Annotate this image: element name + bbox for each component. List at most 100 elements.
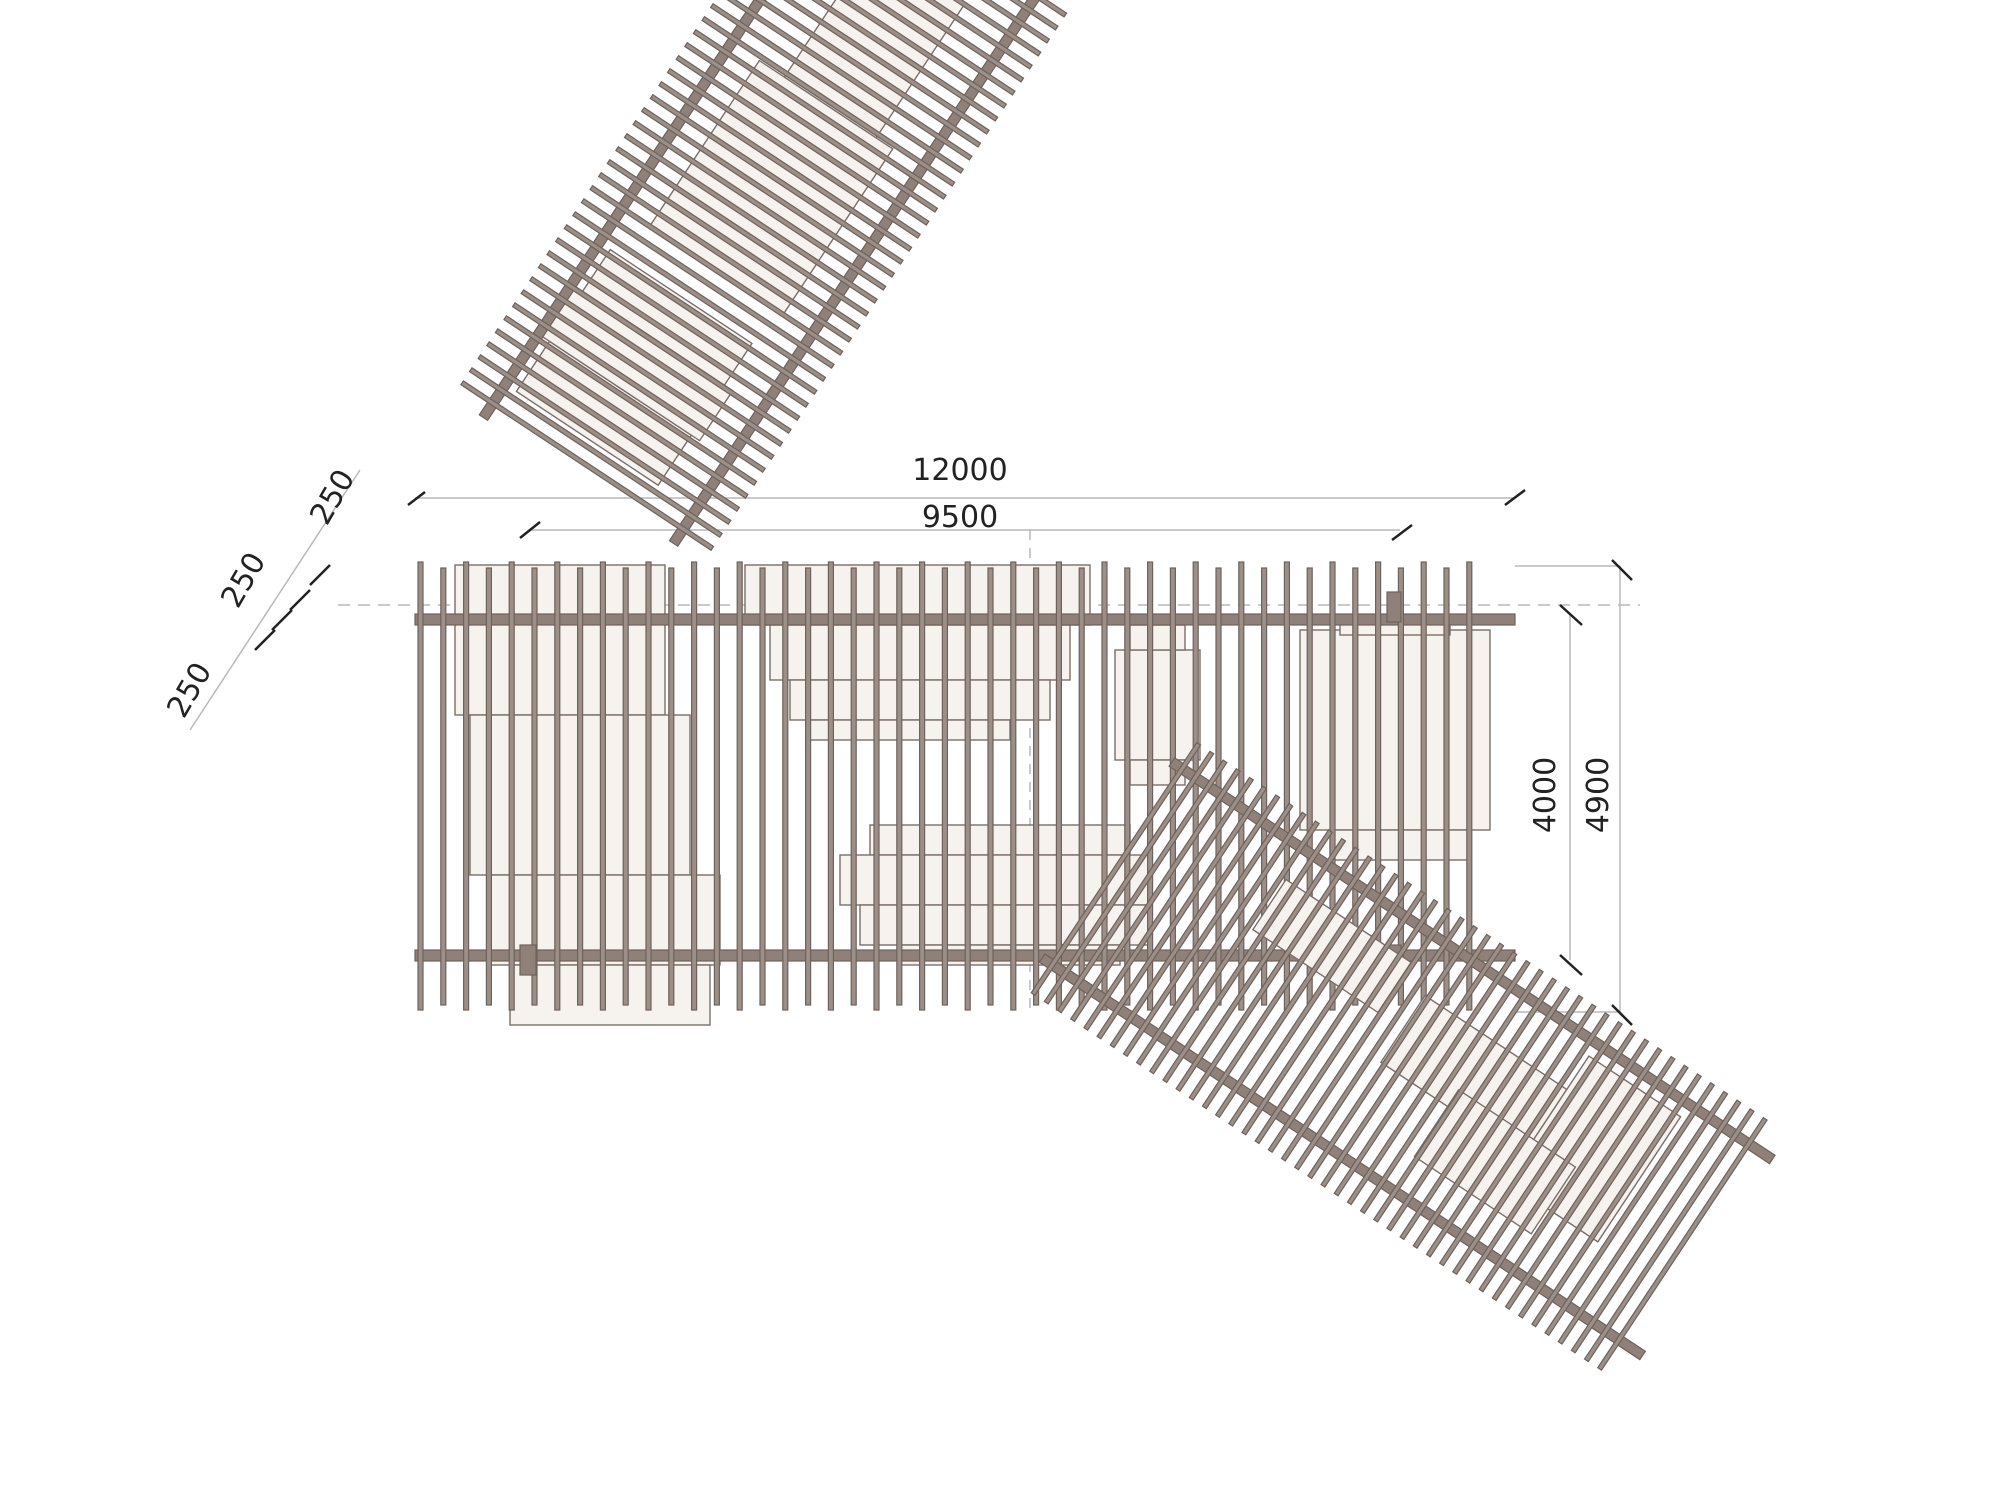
wing-rod xyxy=(1333,942,1505,1197)
wing-rod xyxy=(572,210,827,382)
dimension-tick xyxy=(1504,489,1526,506)
wing-rod xyxy=(485,341,741,513)
wing-rod xyxy=(658,80,913,252)
wing-rod xyxy=(528,275,784,447)
wing-rod xyxy=(778,0,1033,70)
wing-rod xyxy=(1412,994,1584,1249)
wing-rod xyxy=(563,223,818,395)
vertical-rod xyxy=(987,567,994,1006)
dimension-tick xyxy=(1391,524,1413,541)
dimension-tick xyxy=(1611,1004,1633,1026)
wing-rod xyxy=(494,328,749,500)
wing-rod xyxy=(503,315,758,487)
post xyxy=(519,944,537,976)
wing-rod xyxy=(1583,1108,1755,1363)
wing-rod xyxy=(1293,916,1465,1171)
vertical-rod xyxy=(1078,567,1085,1006)
vertical-rod xyxy=(850,567,857,1006)
dimension-tick xyxy=(254,629,276,651)
vertical-rod xyxy=(463,561,470,1011)
wing-rod xyxy=(1267,898,1439,1154)
dimension-overall-length: 12000 xyxy=(912,453,1007,488)
wing-rod xyxy=(1109,794,1281,1049)
wing-rod xyxy=(1596,1116,1768,1372)
dimension-tick xyxy=(407,491,426,506)
wing-rod xyxy=(1280,907,1452,1162)
wing-rod xyxy=(718,0,973,161)
vertical-rod xyxy=(1397,567,1405,1006)
wing-rod xyxy=(1307,924,1479,1180)
vertical-rod xyxy=(1124,567,1131,1006)
wing-rod xyxy=(1043,750,1215,1005)
wing-rod xyxy=(675,54,930,226)
upper-left-wing xyxy=(460,0,1068,552)
vertical-rod xyxy=(713,567,721,1006)
dimension-tick xyxy=(1611,559,1633,581)
vertical-rod xyxy=(1032,567,1040,1006)
wing-rod xyxy=(554,236,810,408)
vertical-rod xyxy=(873,561,880,1011)
vertical-rod xyxy=(1146,561,1154,1011)
wing-rod xyxy=(683,41,939,213)
vertical-rod xyxy=(576,567,584,1006)
vertical-rod xyxy=(485,567,492,1006)
wing-rod xyxy=(1531,1073,1703,1328)
dimension-tick xyxy=(271,609,293,631)
slat-panel xyxy=(869,824,1131,856)
wing-rod xyxy=(1544,1081,1716,1337)
wing-rod xyxy=(606,158,861,330)
vertical-rod xyxy=(827,561,835,1011)
wing-rod xyxy=(735,0,990,135)
dimension-spacing-c: 250 xyxy=(160,657,219,724)
wing-rod xyxy=(1359,959,1531,1215)
dimension-tick xyxy=(1559,604,1583,626)
slat-panel xyxy=(809,719,1011,741)
wing-rod xyxy=(1122,802,1294,1058)
wing-rod xyxy=(795,0,1051,44)
vertical-rod xyxy=(896,567,903,1006)
wing-rod xyxy=(787,0,1042,57)
wing-rod xyxy=(460,380,715,552)
dimension-spacing-a: 250 xyxy=(303,464,362,531)
vertical-rod xyxy=(1101,561,1108,1011)
wing-rod xyxy=(632,119,887,291)
wing-rod xyxy=(1096,785,1268,1040)
wing-rod xyxy=(1254,890,1426,1145)
dimension-tick xyxy=(289,589,311,611)
wing-rod xyxy=(1135,811,1307,1066)
wing-rod xyxy=(744,0,999,122)
wing-rod xyxy=(1386,977,1558,1232)
wing-rod xyxy=(752,0,1008,109)
dimension-tick xyxy=(519,521,541,539)
wing-rod xyxy=(666,67,922,239)
wing-rod xyxy=(1478,1038,1650,1293)
wing-rod xyxy=(726,0,982,148)
wing-rod xyxy=(709,2,965,174)
dimension-line-spacing xyxy=(189,469,361,731)
wing-rod xyxy=(1056,759,1228,1014)
wing-rod xyxy=(520,289,775,461)
wing-rod xyxy=(615,145,870,317)
vertical-rod xyxy=(440,567,447,1006)
wing-rod xyxy=(1201,855,1373,1110)
wing-rod xyxy=(1320,933,1492,1188)
vertical-rod xyxy=(1443,567,1450,1006)
wing-rod xyxy=(1175,837,1347,1093)
wing-rod xyxy=(640,106,896,278)
wing-rod xyxy=(1399,985,1571,1241)
vertical-rod xyxy=(599,561,607,1011)
wing-rod xyxy=(1162,828,1334,1084)
wing-rod xyxy=(761,0,1016,96)
dimension-inner-length: 9500 xyxy=(922,500,998,535)
vertical-rod xyxy=(736,561,743,1011)
wing-a-frame xyxy=(460,0,1068,552)
vertical-rod xyxy=(531,567,538,1006)
vertical-rod xyxy=(918,561,926,1011)
wing-rod xyxy=(692,28,947,200)
wing-rod xyxy=(701,15,956,187)
wing-rod xyxy=(546,249,801,421)
wing-rod xyxy=(1083,776,1255,1031)
wing-rod xyxy=(1570,1099,1742,1354)
dimension-spacing-b: 250 xyxy=(214,547,273,614)
wing-rod xyxy=(1491,1046,1663,1302)
